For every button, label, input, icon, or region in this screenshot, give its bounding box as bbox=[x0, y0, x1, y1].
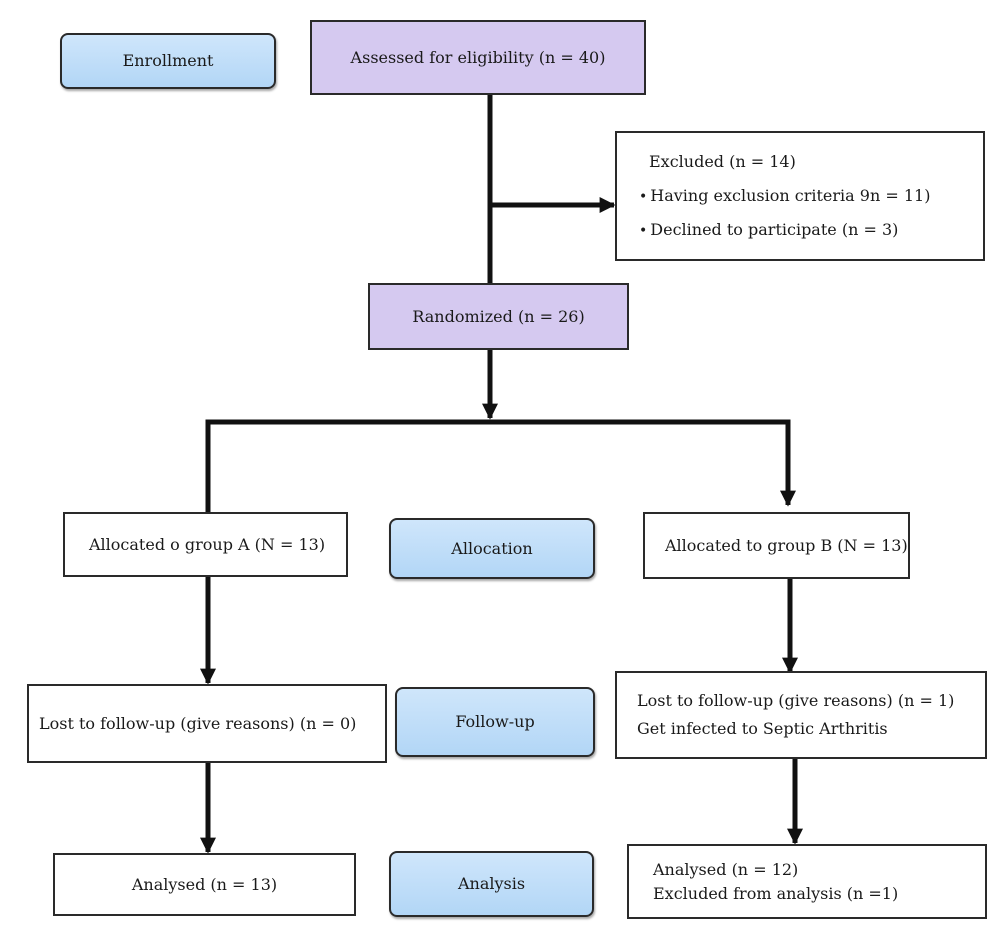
group-b-lost-reason: Get infected to Septic Arthritis bbox=[637, 719, 888, 738]
stage-label-follow-up: Follow-up bbox=[395, 687, 595, 757]
group-b-analysed-text: Analysed (n = 12) bbox=[653, 859, 799, 879]
stage-label-analysis: Analysis bbox=[389, 851, 594, 917]
stage-label-follow-up-text: Follow-up bbox=[455, 712, 535, 731]
group-b-allocated-box: Allocated to group B (N = 13) bbox=[643, 512, 910, 579]
group-a-analysed-box: Analysed (n = 13) bbox=[53, 853, 356, 916]
group-a-lost-box: Lost to follow-up (give reasons) (n = 0) bbox=[27, 684, 387, 763]
excluded-item-criteria: Having exclusion criteria 9n = 11) bbox=[639, 184, 983, 208]
group-b-lost-box: Lost to follow-up (give reasons) (n = 1)… bbox=[615, 671, 987, 759]
stage-label-allocation-text: Allocation bbox=[451, 538, 533, 558]
stage-label-allocation: Allocation bbox=[389, 518, 595, 579]
stage-label-enrollment-text: Enrollment bbox=[122, 51, 214, 70]
eligibility-box: Assessed for eligibility (n = 40) bbox=[310, 20, 646, 95]
randomized-box: Randomized (n = 26) bbox=[368, 283, 629, 350]
group-a-allocated-box: Allocated o group A (N = 13) bbox=[63, 512, 348, 577]
eligibility-text: Assessed for eligibility (n = 40) bbox=[350, 47, 606, 67]
branch-line bbox=[205, 419, 797, 512]
group-b-lost-text: Lost to follow-up (give reasons) (n = 1) bbox=[637, 691, 955, 710]
group-b-excluded-text: Excluded from analysis (n =1) bbox=[653, 883, 899, 903]
group-b-allocated-text: Allocated to group B (N = 13) bbox=[665, 535, 908, 555]
group-b-analysed-box: Analysed (n = 12) Excluded from analysis… bbox=[627, 844, 987, 919]
randomized-text: Randomized (n = 26) bbox=[412, 306, 585, 326]
stage-label-analysis-text: Analysis bbox=[457, 874, 526, 893]
excluded-title: Excluded (n = 14) bbox=[649, 152, 796, 171]
excluded-box: Excluded (n = 14) Having exclusion crite… bbox=[615, 131, 985, 261]
group-a-analysed-text: Analysed (n = 13) bbox=[131, 874, 278, 894]
stage-label-enrollment: Enrollment bbox=[60, 33, 276, 89]
excluded-item-declined: Declined to participate (n = 3) bbox=[639, 218, 983, 242]
group-a-allocated-text: Allocated o group A (N = 13) bbox=[89, 534, 326, 554]
group-a-lost-text: Lost to follow-up (give reasons) (n = 0) bbox=[39, 713, 357, 733]
